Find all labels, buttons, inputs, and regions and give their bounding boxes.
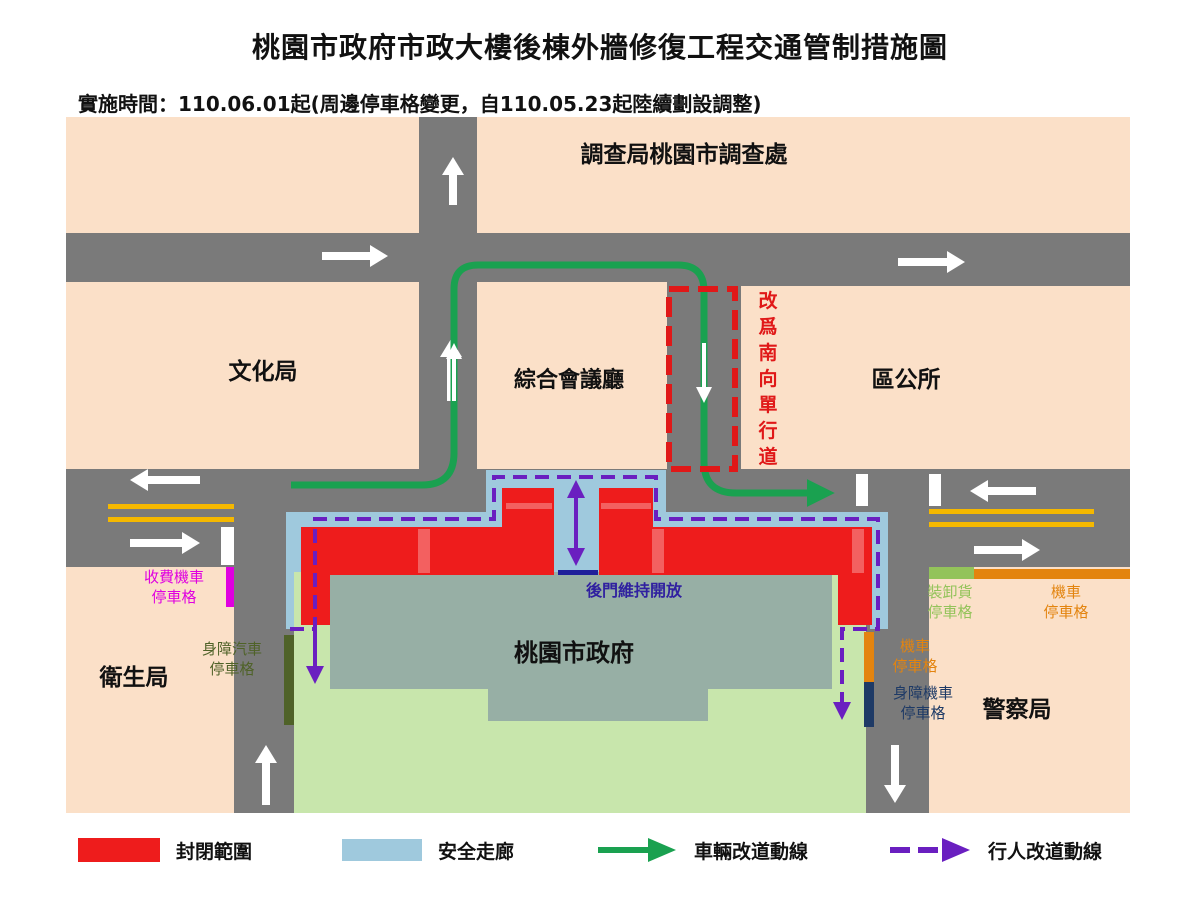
legend-pedestrian: 行人改道動線 — [890, 836, 1102, 864]
pedestrian-detour-route — [313, 475, 880, 720]
vehicle-detour-route — [291, 261, 835, 507]
label-moto-parking-near: 機車 停車格 — [892, 637, 937, 675]
arrow-left-icon — [130, 469, 200, 491]
stop-line — [221, 527, 234, 565]
closed-area-highlight — [601, 503, 651, 509]
legend-label-pedestrian: 行人改道動線 — [988, 840, 1103, 863]
parking-label-line: 收費機車 — [144, 568, 204, 586]
closed-area-highlight — [418, 529, 430, 573]
one-way-section-box — [666, 286, 738, 472]
label-disabled-car-parking: 身障汽車 停車格 — [202, 640, 262, 678]
label-disabled-moto-parking: 身障機車 停車格 — [893, 684, 953, 722]
stop-line — [856, 474, 868, 506]
parking-label-line: 停車格 — [151, 588, 196, 606]
block-district — [741, 286, 1130, 469]
block-police — [929, 567, 1130, 813]
label-loading-parking: 裝卸貨 停車格 — [927, 583, 972, 621]
arrow-down-icon — [884, 745, 906, 803]
arrow-down-icon — [696, 343, 712, 403]
legend-swatch-closed — [78, 838, 160, 862]
parking-label-line: 停車格 — [1043, 603, 1088, 621]
label-police-bureau: 警察局 — [983, 696, 1052, 723]
disabled-moto-parking-bar — [864, 682, 874, 727]
block-health — [66, 567, 234, 813]
label-city-government: 桃園市政府 — [514, 639, 634, 667]
legend-label-corridor: 安全走廊 — [438, 840, 515, 863]
one-way-char: 改 — [758, 289, 778, 312]
label-culture-bureau: 文化局 — [229, 358, 298, 385]
center-line — [929, 509, 1094, 514]
label-moto-parking-east: 機車 停車格 — [1043, 583, 1088, 621]
back-gate-marker — [558, 570, 598, 575]
center-line — [929, 522, 1094, 527]
arrow-right-icon — [898, 251, 965, 273]
center-line — [108, 504, 234, 509]
one-way-char: 道 — [758, 445, 777, 468]
parking-label-line: 機車 — [1051, 583, 1081, 601]
disabled-car-parking-bar — [284, 635, 294, 725]
parking-label-line: 裝卸貨 — [927, 583, 972, 601]
center-line — [108, 517, 234, 522]
stop-line — [929, 474, 941, 506]
map-subtitle: 實施時間：110.06.01起(周邊停車格變更，自110.05.23起陸續劃設調… — [78, 92, 762, 116]
one-way-char: 南 — [758, 342, 777, 364]
loading-parking-bar — [929, 567, 974, 579]
block-northwest — [66, 117, 419, 233]
one-way-char: 向 — [758, 367, 777, 390]
paid-moto-parking-bar — [226, 567, 234, 607]
arrow-right-icon — [130, 532, 200, 554]
legend-label-vehicle: 車輛改道動線 — [694, 840, 809, 863]
moto-parking-bar-east — [974, 569, 1130, 579]
closed-area-highlight — [506, 503, 552, 509]
label-paid-moto-parking: 收費機車 停車格 — [144, 568, 204, 606]
one-way-char: 爲 — [758, 316, 777, 338]
legend-swatch-corridor — [342, 839, 422, 861]
safety-corridor — [286, 470, 888, 629]
arrow-up-icon — [446, 343, 462, 401]
parking-label-line: 停車格 — [927, 603, 972, 621]
label-district-office: 區公所 — [872, 367, 941, 393]
label-health-bureau: 衛生局 — [99, 664, 169, 691]
closed-area-east — [599, 488, 872, 625]
one-way-char: 單 — [758, 394, 777, 416]
one-way-char: 行 — [757, 419, 777, 442]
arrow-left-icon — [970, 480, 1036, 502]
one-way-note: 改 爲 南 向 單 行 道 — [757, 289, 778, 468]
closed-area-highlight — [652, 529, 664, 573]
parking-label-line: 身障機車 — [893, 684, 953, 702]
legend-vehicle: 車輛改道動線 — [598, 836, 808, 864]
city-hall-building — [330, 572, 832, 721]
arrow-right-icon — [974, 539, 1040, 561]
label-investigation-bureau: 調查局桃園市調查處 — [581, 141, 788, 168]
parking-label-line: 身障汽車 — [202, 640, 262, 658]
block-investigation — [477, 117, 1130, 233]
closed-area-highlight — [852, 529, 864, 573]
label-back-gate: 後門維持開放 — [586, 581, 683, 600]
parking-label-line: 停車格 — [900, 704, 945, 722]
map-title: 桃園市政府市政大樓後棟外牆修復工程交通管制措施圖 — [251, 31, 948, 64]
parking-label-line: 停車格 — [209, 660, 254, 678]
legend-vehicle-arrow-icon — [598, 838, 676, 862]
parking-label-line: 機車 — [900, 637, 930, 655]
legend-closed: 封閉範圍 — [78, 836, 252, 864]
legend-corridor: 安全走廊 — [342, 836, 514, 864]
parking-label-line: 停車格 — [892, 657, 937, 675]
legend-label-closed: 封閉範圍 — [176, 840, 253, 863]
label-conference-hall: 綜合會議廳 — [514, 367, 624, 393]
block-culture — [66, 282, 419, 469]
arrow-right-icon — [322, 245, 388, 267]
arrow-up-icon — [442, 157, 464, 205]
arrow-up-icon — [255, 745, 277, 805]
traffic-control-map: 調查局桃園市調查處 文化局 綜合會議廳 區公所 衛生局 桃園市政府 警察局 改 … — [66, 117, 1130, 813]
legend-pedestrian-arrow-icon — [890, 838, 970, 862]
moto-parking-bar-near — [864, 632, 874, 682]
block-conference — [477, 282, 667, 469]
